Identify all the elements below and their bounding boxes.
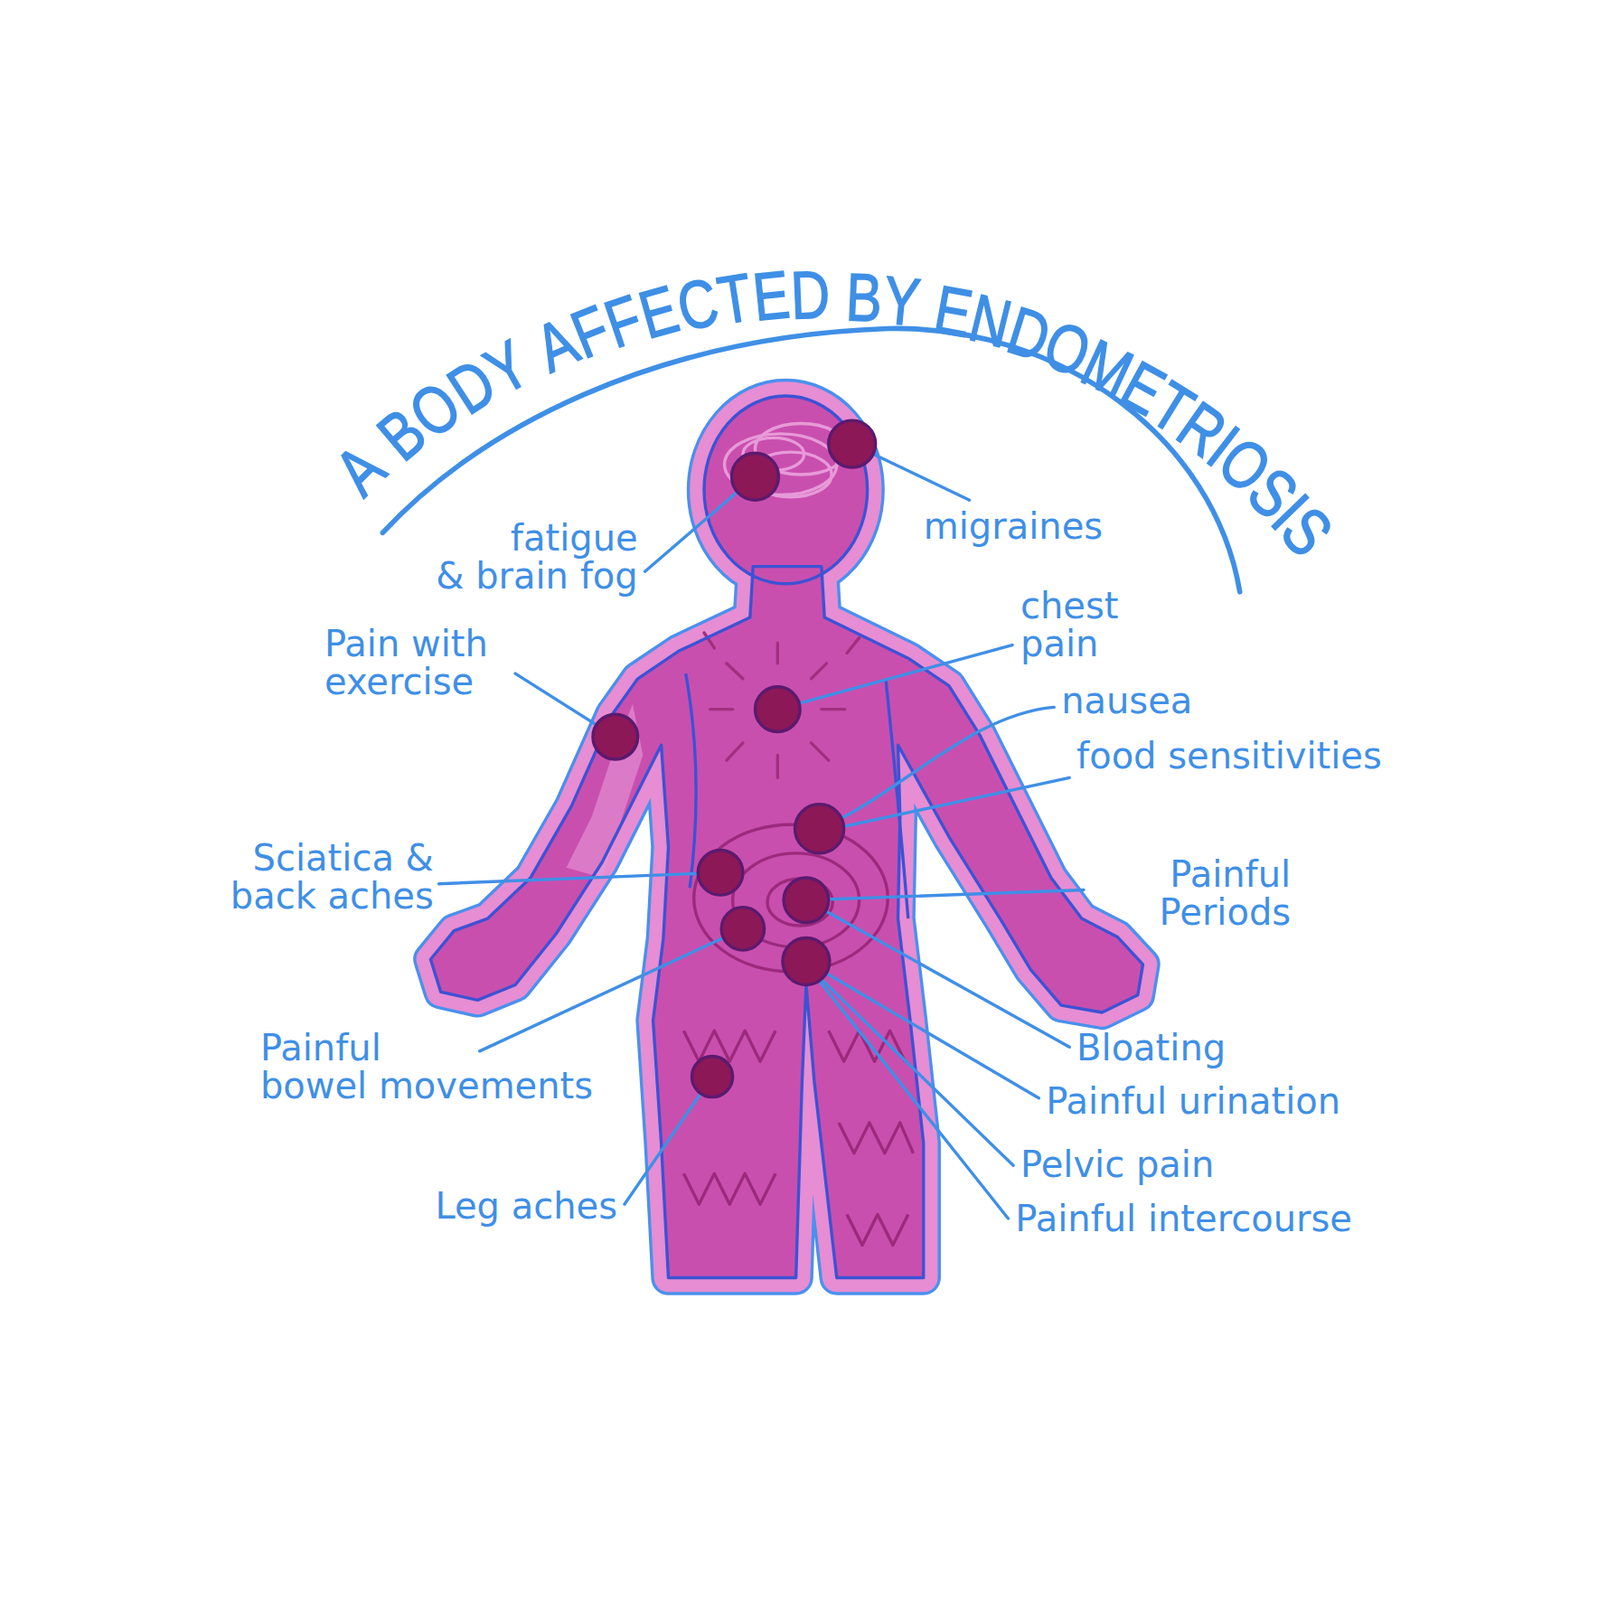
leader-line [806,964,1014,1166]
symptom-label: Painful intercourse [1015,1199,1353,1238]
symptom-label: Bloating [1076,1028,1226,1067]
symptom-dot [828,420,876,468]
title-letter: Y [880,266,923,338]
title-letter: A [323,432,397,507]
symptom-label: Pelvic pain [1020,1145,1214,1184]
symptom-dot [731,452,779,500]
symptom-label: fatigue & brain fog [435,518,638,595]
symptom-label: Painful urination [1045,1081,1341,1120]
ray [846,638,860,654]
symptom-dot [783,877,829,923]
zigzag [838,1122,913,1154]
ray [811,663,828,679]
title-letter [830,262,846,330]
symptom-dot [754,686,800,733]
symptom-label: nausea [1061,681,1193,720]
leader-line [806,889,1084,900]
ray [776,754,780,778]
ray [811,742,829,761]
ray [726,663,743,679]
symptom-dot [782,938,830,986]
leader-line [777,645,1013,710]
ray [776,642,780,664]
ray [726,742,743,761]
title-letter: B [845,263,884,332]
zigzag [846,1213,909,1245]
symptom-label: Pain with exercise [324,624,489,701]
symptom-dot [794,804,844,854]
leader-line [806,900,1070,1048]
symptom-label: chest pain [1020,586,1119,663]
title-letter: E [749,261,792,332]
torso-line [885,678,909,919]
zigzag [683,1173,776,1204]
symptom-dot [697,849,743,895]
chest-rays [704,632,860,778]
symptom-label: migraines [923,507,1103,546]
title-letter: D [789,261,831,330]
symptom-label: Painful Periods [1159,855,1292,931]
symptom-dot [721,907,764,950]
symptom-label: Painful bowel movements [260,1028,593,1105]
leader-line [806,964,1009,1219]
symptom-dot [691,1056,733,1098]
leader-line [479,928,743,1051]
scaled-figure [382,328,1240,1278]
ray [710,707,734,711]
leader-line [819,777,1071,832]
leader-line [819,706,1055,828]
symptom-label: Sciatica & back aches [230,838,434,915]
symptom-label: food sensitivities [1076,736,1382,775]
leader-line [438,872,721,884]
zigzag [683,1030,776,1062]
torso-line [686,673,696,888]
leader-line [624,1076,713,1204]
symptom-dot [592,714,639,760]
zigzag [828,1030,906,1062]
ray [821,707,846,711]
symptom-label: Leg aches [434,1186,618,1225]
